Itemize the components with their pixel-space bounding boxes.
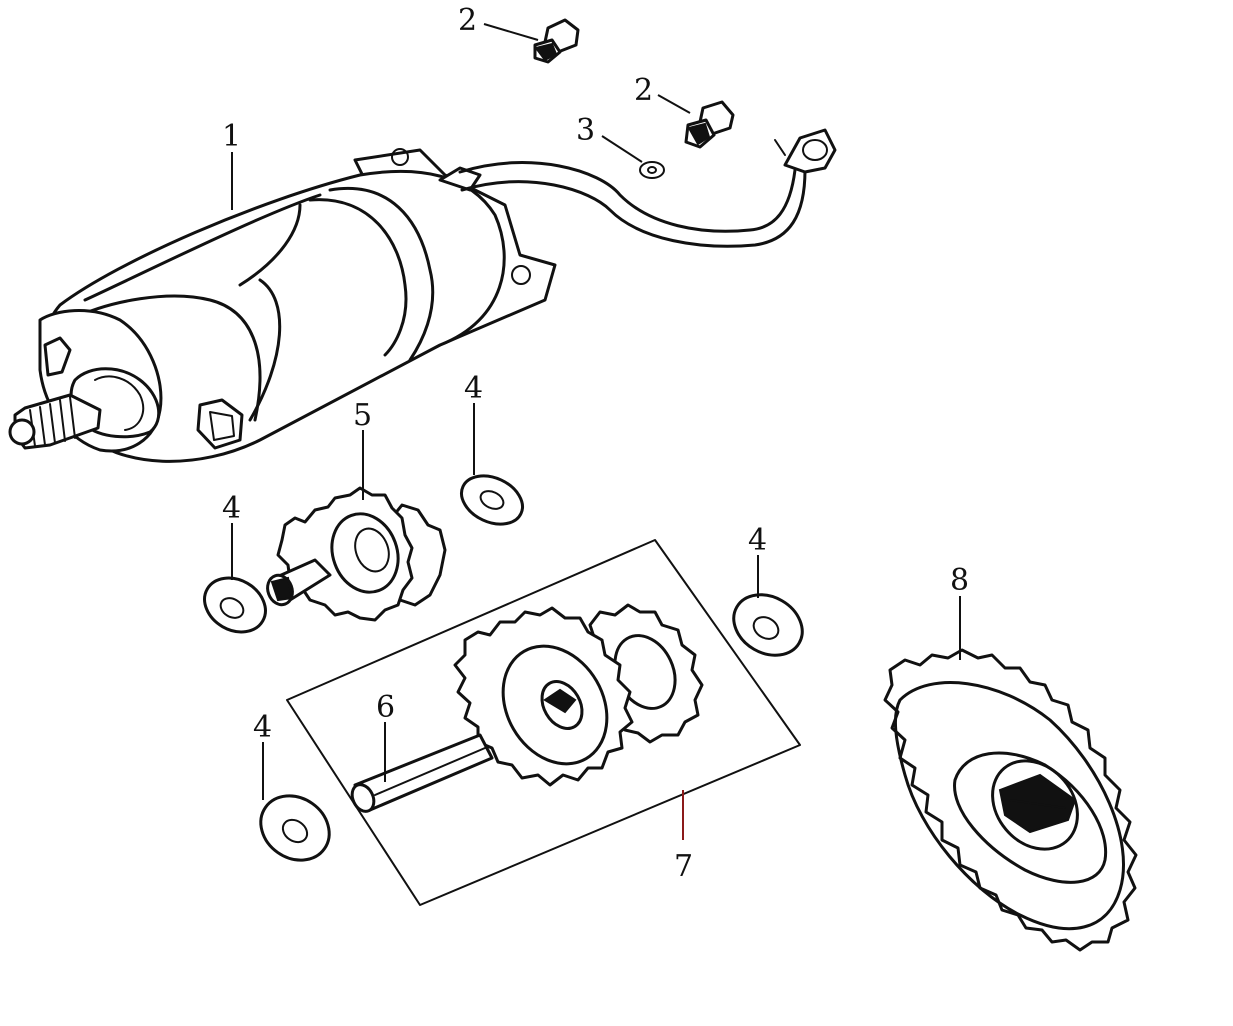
callout-7: 7	[674, 849, 693, 884]
callout-4-upper: 4	[464, 371, 483, 406]
callout-6: 6	[376, 690, 395, 725]
callout-1: 1	[222, 119, 241, 154]
starter-motor	[8, 148, 557, 463]
small-washer	[639, 161, 665, 179]
callout-labels: 1 2 2 3 4 4 4 4 5 6 7 8	[222, 3, 969, 884]
idle-gear	[266, 486, 447, 622]
reduction-gear	[453, 603, 704, 787]
washer-upper	[460, 474, 524, 526]
washer-bottom	[259, 794, 331, 862]
callout-4-left: 4	[222, 491, 241, 526]
bolt-top	[533, 18, 580, 64]
callout-3: 3	[576, 113, 595, 148]
callout-4-bottom: 4	[253, 710, 272, 745]
driven-sprocket	[883, 648, 1138, 952]
shaft	[350, 733, 494, 813]
callout-2b: 2	[634, 73, 653, 108]
callout-8: 8	[950, 563, 969, 598]
washer-right	[732, 593, 804, 657]
leader-2b	[657, 94, 691, 114]
leader-2a	[483, 23, 539, 41]
callout-4-right: 4	[748, 523, 767, 558]
washer-left	[203, 576, 267, 634]
bolt-middle	[684, 100, 735, 149]
leader-3	[601, 135, 643, 163]
callout-5: 5	[353, 398, 372, 433]
gear-assembly-box	[286, 539, 801, 906]
starter-cable	[438, 128, 837, 248]
leader-lines	[231, 23, 961, 840]
callout-2a: 2	[458, 3, 477, 38]
